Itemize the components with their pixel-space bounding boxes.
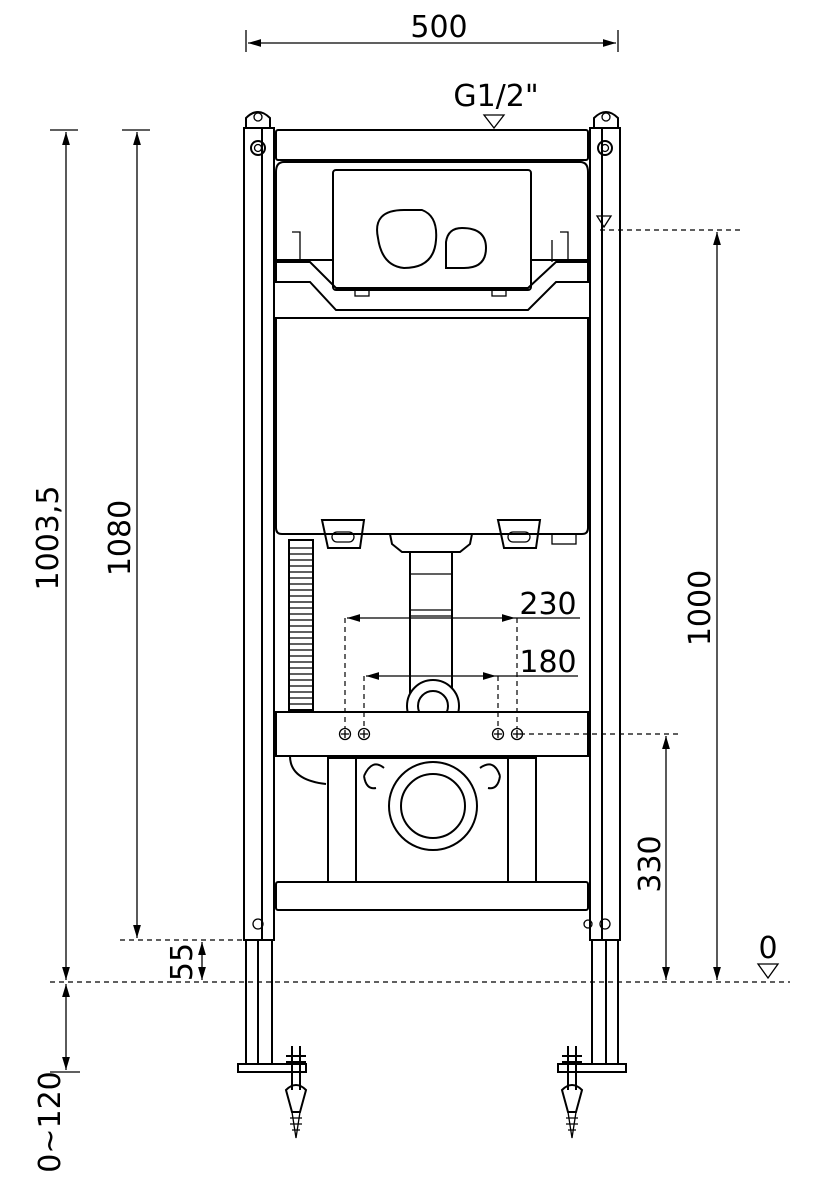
width-dimension: 500 xyxy=(245,10,619,52)
leg-adjust-label: 0~120 xyxy=(33,1071,68,1172)
zero-level: 0 xyxy=(756,931,780,980)
flush-pipe xyxy=(406,551,460,733)
level-marker-icon xyxy=(595,215,613,229)
flush-button-small-icon xyxy=(445,226,488,269)
bolt-spacing-inner-label: 180 xyxy=(519,645,576,680)
cistern xyxy=(275,161,589,553)
frame-height-label: 1080 xyxy=(103,500,138,576)
frame-height-dimension: 1080 xyxy=(103,129,150,938)
bolt-spacing-outer-dimension: 230 xyxy=(344,587,580,728)
foot-offset-dimension: 55 xyxy=(165,942,206,981)
total-height-label: 1003,5 xyxy=(31,486,66,591)
supply-marker-icon xyxy=(482,114,506,130)
bolt-spacing-outer-label: 230 xyxy=(519,587,576,622)
supply-label: G1/2" xyxy=(453,79,538,114)
bolt-spacing-inner-dimension: 180 xyxy=(363,645,578,728)
total-height-dimension: 1003,5 xyxy=(31,129,78,980)
legs xyxy=(237,919,627,1139)
outlet-height-dimension: 330 xyxy=(633,736,670,980)
flush-height-label: 1000 xyxy=(683,570,718,646)
zero-level-label: 0 xyxy=(758,931,777,966)
supply-connection: G1/2" xyxy=(453,79,539,130)
foot-offset-label: 55 xyxy=(165,943,200,981)
flexible-hose xyxy=(288,539,314,711)
frame xyxy=(243,111,621,941)
flush-plate xyxy=(332,169,532,291)
outlet-height-label: 330 xyxy=(633,835,668,892)
width-label: 500 xyxy=(410,10,467,45)
mounting-plate xyxy=(275,711,589,757)
leg-adjust-dimension: 0~120 xyxy=(33,984,80,1173)
flush-height-dimension: 1000 xyxy=(595,215,721,980)
flush-button-large-icon xyxy=(376,209,438,270)
drain-support xyxy=(289,755,537,883)
zero-level-marker-icon xyxy=(756,963,780,980)
